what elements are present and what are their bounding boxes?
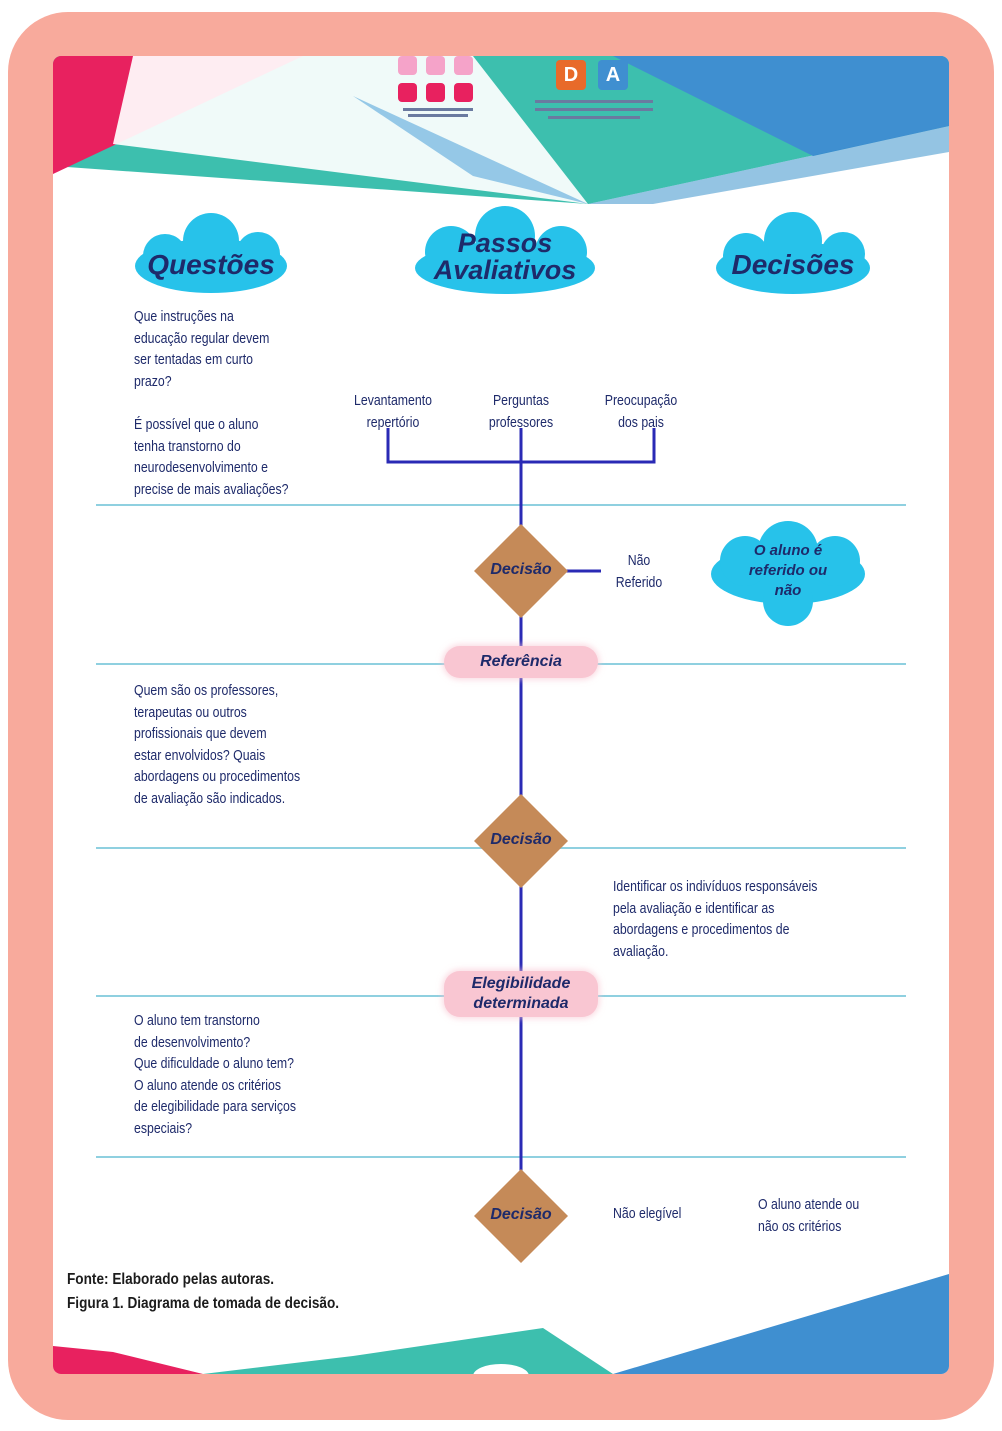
logo-right-caption-2 <box>535 108 653 111</box>
logo-square-5 <box>426 83 445 102</box>
referido-cloud-text: O aluno é referido ou não <box>748 542 828 599</box>
logo-a-square: A <box>598 60 628 90</box>
step-perguntas: Perguntas professores <box>488 392 554 431</box>
cloud-referido <box>711 521 865 626</box>
decision-diamond-1 <box>474 524 568 618</box>
decision-diamond-3 <box>474 1169 568 1263</box>
cloud-questoes <box>135 213 287 293</box>
background-shapes <box>53 56 949 1374</box>
decision-label-2: Decisão <box>490 831 552 848</box>
identificar-text: Identificar os indivíduos responsáveis p… <box>613 878 818 960</box>
question-2: É possível que o aluno tenha transtorno … <box>134 416 289 498</box>
infographic-card: D A Questões Passos Avaliativos Decisões… <box>53 56 949 1374</box>
header-passos-line2: Avaliativos <box>433 255 577 285</box>
bottom-blue-band <box>53 1274 949 1374</box>
step-preocupacao: Preocupação dos pais <box>604 392 678 431</box>
logo-square-6 <box>454 83 473 102</box>
logo-left-caption-2 <box>408 114 468 117</box>
logo-left-caption <box>403 108 473 111</box>
header-passos-line1: Passos <box>457 228 553 258</box>
top-shade <box>353 96 588 204</box>
pill-elegibilidade: Elegibilidade determinada <box>444 971 598 1017</box>
top-blue-band <box>613 56 949 156</box>
bottom-white-dot <box>473 1364 529 1374</box>
nao-referido-text: Não Referido <box>615 552 663 591</box>
step-levantamento: Levantamento repertório <box>354 392 432 431</box>
footer-fonte: Fonte: Elaborado pelas autoras. <box>67 1271 275 1288</box>
top-shade-2 <box>588 126 949 204</box>
logo-square-3 <box>454 56 473 75</box>
logo-square-4 <box>398 83 417 102</box>
footer-figura: Figura 1. Diagrama de tomada de decisão. <box>67 1295 340 1312</box>
header-decisoes: Decisões <box>731 249 855 280</box>
logo-right-caption-3 <box>548 116 640 119</box>
logo-right-caption <box>535 100 653 103</box>
decision-diamond-2 <box>474 794 568 888</box>
bottom-magenta-band <box>53 1346 203 1374</box>
pill-referencia: Referência <box>444 646 598 678</box>
cloud-passos <box>415 206 595 294</box>
header-questoes: Questões <box>147 249 275 280</box>
question-4: O aluno tem transtorno de desenvolviment… <box>134 1012 297 1137</box>
decision-label-3: Decisão <box>490 1206 552 1223</box>
bottom-teal-band <box>203 1328 613 1374</box>
cloud-decisoes <box>716 212 870 294</box>
logo-square-2 <box>426 56 445 75</box>
question-3: Quem são os professores, terapeutas ou o… <box>134 682 301 807</box>
logo-d-square: D <box>556 60 586 90</box>
nao-elegivel-text: Não elegível <box>613 1205 682 1222</box>
logo-square-1 <box>398 56 417 75</box>
criterios-text: O aluno atende ou não os critérios <box>758 1196 860 1235</box>
decision-label-1: Decisão <box>490 561 552 578</box>
question-1: Que instruções na educação regular devem… <box>134 308 270 390</box>
